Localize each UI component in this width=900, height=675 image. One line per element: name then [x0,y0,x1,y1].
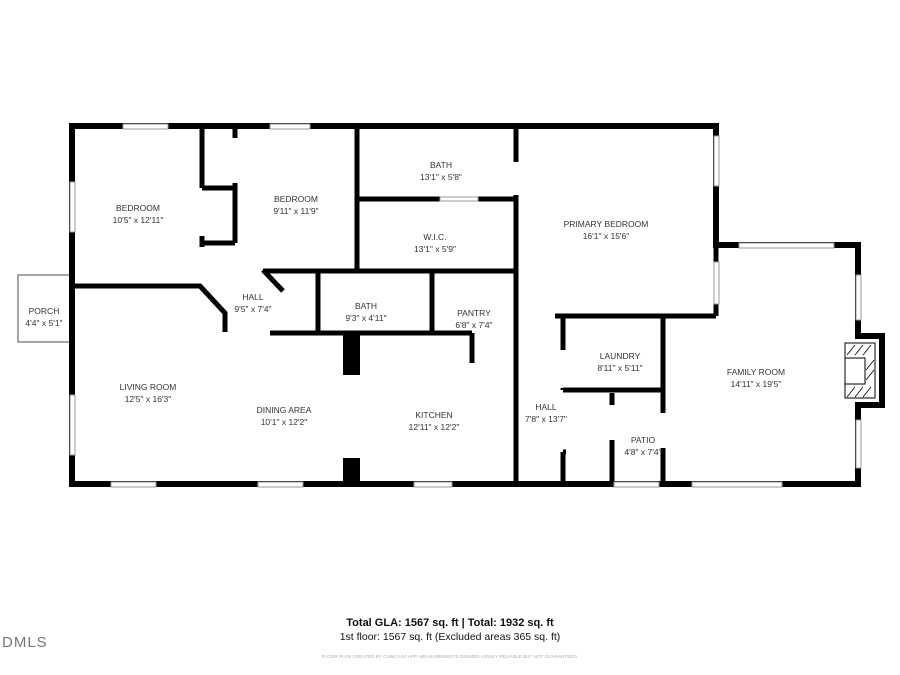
room-dims: 12'5" x 16'3" [125,394,172,404]
room-labels: BEDROOM 10'5" x 12'11" BEDROOM 9'11" x 11'… [25,160,785,457]
room-name: HALL [242,292,264,302]
room-name: W.I.C. [423,232,446,242]
room-dims: 10'1" x 12'2" [261,417,308,427]
room-name: DINING AREA [257,405,312,415]
room-dims: 13'1" x 5'8" [420,172,462,182]
windows [69,123,862,488]
room-dims: 9'11" x 11'9" [273,206,318,216]
room-dims: 4'4" x 5'1" [25,318,62,328]
room-dims: 9'3" x 4'11" [345,313,386,323]
room-dims: 14'11" x 19'5" [731,379,782,389]
room-dims: 13'1" x 5'9" [414,244,456,254]
room-name: LAUNDRY [600,351,641,361]
room-name: BATH [430,160,452,170]
room-name: BEDROOM [116,203,160,213]
room-name: FAMILY ROOM [727,367,785,377]
room-name: BATH [355,301,377,311]
total-area: Total GLA: 1567 sq. ft | Total: 1932 sq.… [346,617,554,629]
room-dims: 12'11" x 12'2" [409,422,460,432]
room-name: PANTRY [457,308,491,318]
room-name: LIVING ROOM [120,382,177,392]
porch-outline [17,274,73,343]
interior-walls [72,126,719,484]
room-name: BEDROOM [274,194,318,204]
room-dims: 6'8" x 7'4" [455,320,492,330]
floor-area: 1st floor: 1567 sq. ft (Excluded areas 3… [339,631,561,643]
room-dims: 8'11" x 5'11" [597,363,642,373]
room-name: PATIO [631,435,656,445]
room-dims: 9'5" x 7'4" [234,304,271,314]
room-name: PORCH [29,306,60,316]
room-dims: 4'8" x 7'4" [624,447,661,457]
room-dims: 7'8" x 13'7" [525,414,567,424]
room-name: PRIMARY BEDROOM [564,219,649,229]
room-name: KITCHEN [415,410,452,420]
mls-logo: DMLS [2,634,48,651]
disclaimer: FLOOR PLAN CREATED BY CUBICASA APP. MEAS… [321,654,579,659]
room-dims: 16'1" x 15'6" [583,231,630,241]
room-dims: 10'5" x 12'11" [113,215,164,225]
exterior-walls [69,123,885,487]
fireplace [844,342,876,399]
room-name: HALL [535,402,557,412]
